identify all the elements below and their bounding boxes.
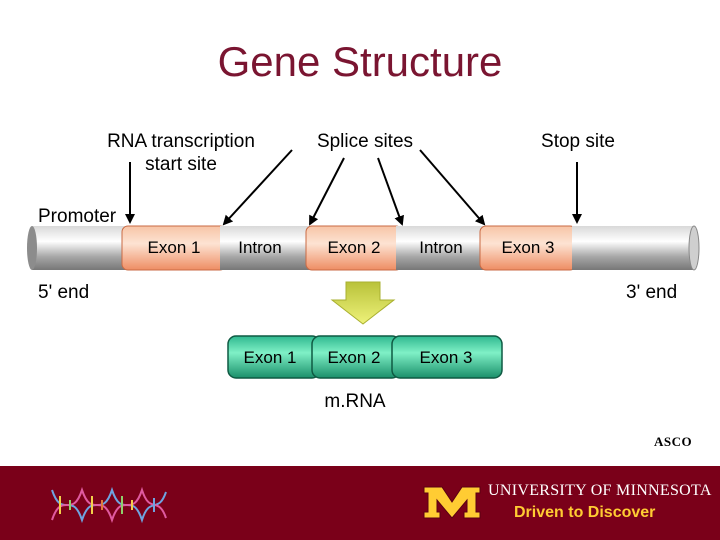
gene-segment-intron1 — [220, 226, 310, 270]
stop-site-label: Stop site — [541, 131, 615, 152]
mrna-segment-exon3 — [391, 335, 503, 379]
three-prime-label: 3' end — [626, 282, 678, 303]
splice-arrow-4 — [419, 149, 486, 226]
university-tagline: Driven to Discover — [514, 504, 656, 521]
gene-label-intron1: Intron — [238, 238, 282, 257]
gene-label-exon1: Exon 1 — [147, 238, 201, 257]
university-m-logo — [423, 486, 481, 519]
university-name: UNIVERSITY OF MINNESOTA — [488, 482, 712, 499]
mrna-label-exon1: Exon 1 — [243, 348, 297, 367]
promoter-label: Promoter — [38, 206, 117, 227]
rna-start-label-line1: RNA transcription — [107, 131, 255, 152]
splice-arrow-1 — [222, 149, 293, 226]
pointer-arrows — [125, 149, 582, 226]
page-title: Gene Structure — [217, 38, 503, 85]
strand-left-cap — [27, 226, 37, 270]
mrna-label: m.RNA — [324, 391, 386, 412]
rna-start-label-line2: start site — [145, 154, 217, 175]
gene-strand — [27, 225, 700, 271]
strand-left-grey — [32, 226, 136, 270]
gene-label-exon3: Exon 3 — [501, 238, 555, 257]
processing-arrow — [330, 281, 396, 325]
strand-right-grey — [572, 226, 694, 270]
footer-band — [0, 466, 720, 540]
dna-helix-logo — [51, 486, 167, 524]
gene-label-exon2: Exon 2 — [327, 238, 381, 257]
mrna-label-exon3: Exon 3 — [419, 348, 473, 367]
splice-arrow-2 — [309, 157, 345, 226]
splice-sites-label: Splice sites — [316, 131, 414, 152]
mrna-label-exon2: Exon 2 — [327, 348, 381, 367]
gene-segment-intron2 — [396, 226, 486, 270]
splice-arrow-3 — [377, 157, 404, 226]
mrna-strand — [227, 335, 503, 379]
gene-label-intron2: Intron — [419, 238, 463, 257]
credit-text: ASCO — [654, 434, 693, 449]
five-prime-label: 5' end — [38, 282, 90, 303]
rna-start-label: RNA transcription start site — [96, 130, 266, 176]
strand-right-cap — [688, 225, 700, 271]
